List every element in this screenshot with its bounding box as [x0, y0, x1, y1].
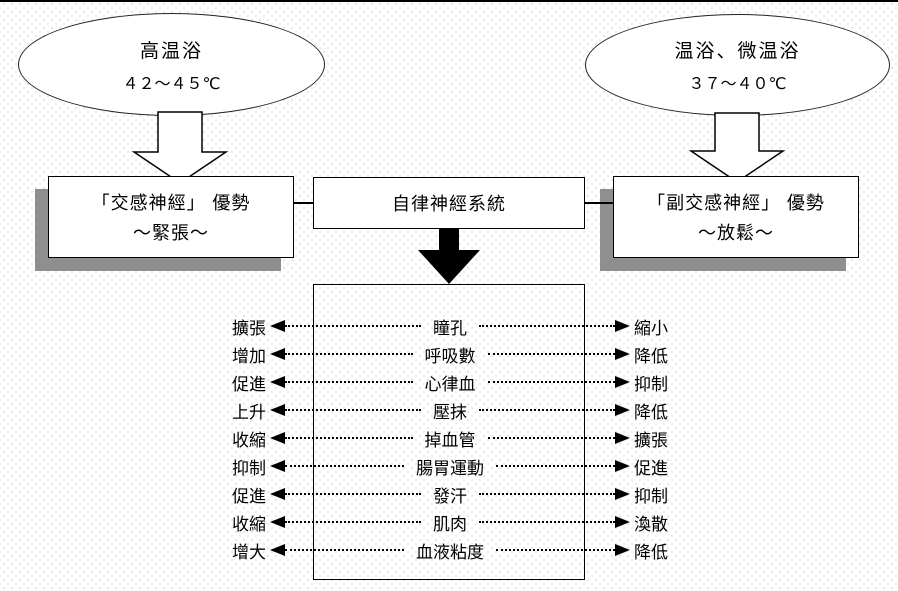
effect-item: 掉血管 — [424, 430, 476, 451]
dotted-line — [496, 549, 615, 551]
autonomic-label: 自律神經系統 — [392, 194, 506, 215]
effects-table-box — [313, 284, 585, 580]
warm-bath-range: ３７～４０℃ — [688, 74, 787, 93]
effect-left-label: 收縮 — [232, 514, 266, 535]
dotted-line — [479, 521, 615, 523]
effect-row: 增大 血液粘度 降低 — [200, 536, 700, 564]
effect-right-label: 降低 — [634, 402, 668, 423]
effect-left-label: 促進 — [232, 374, 266, 395]
effect-row: 收縮 掉血管 擴張 — [200, 424, 700, 452]
effect-right-label: 渙散 — [634, 514, 668, 535]
effect-left-label: 增大 — [232, 542, 266, 563]
dotted-line — [479, 325, 615, 327]
effect-right-label: 抑制 — [634, 374, 668, 395]
effect-right-label: 促進 — [634, 458, 668, 479]
dotted-line — [479, 493, 615, 495]
dotted-line — [285, 465, 404, 467]
ellipse-warm-bath: 温浴、微温浴 ３７～４０℃ — [585, 14, 890, 116]
effect-row: 上升 壓抹 降低 — [200, 396, 700, 424]
effect-right-label: 抑制 — [634, 486, 668, 507]
effect-row: 促進 心律血 抑制 — [200, 368, 700, 396]
sympathetic-line2: ～緊張～ — [133, 223, 209, 244]
effect-left-label: 抑制 — [232, 458, 266, 479]
effect-item: 呼吸數 — [424, 346, 476, 367]
right-arrow-icon — [615, 348, 630, 360]
dotted-line — [487, 353, 615, 355]
dotted-line — [285, 353, 413, 355]
dotted-line — [285, 521, 421, 523]
right-arrow-icon — [615, 432, 630, 444]
left-arrow-icon — [270, 460, 285, 472]
effect-row: 擴張 瞳孔 縮小 — [200, 312, 700, 340]
effect-row: 增加 呼吸數 降低 — [200, 340, 700, 368]
dotted-line — [285, 409, 421, 411]
left-arrow-icon — [270, 488, 285, 500]
hot-bath-title: 高温浴 — [139, 39, 203, 62]
right-arrow-icon — [615, 376, 630, 388]
box-parasympathetic: 「副交感神經」 優勢 ～放鬆～ — [613, 176, 859, 258]
effect-row: 收縮 肌肉 渙散 — [200, 508, 700, 536]
effect-right-label: 擴張 — [634, 430, 668, 451]
connector-line-right — [585, 202, 613, 204]
dotted-line — [285, 381, 413, 383]
left-arrow-icon — [270, 432, 285, 444]
connector-line-left — [294, 202, 313, 204]
effect-item: 心律血 — [424, 374, 476, 395]
hot-bath-range: ４２～４５℃ — [122, 73, 221, 93]
effect-left-label: 收縮 — [232, 430, 266, 451]
effect-right-label: 縮小 — [634, 318, 668, 339]
dotted-line — [487, 437, 615, 439]
effect-left-label: 促進 — [232, 486, 266, 507]
right-arrow-icon — [615, 488, 630, 500]
box-sympathetic: 「交感神經」 優勢 ～緊張～ — [48, 176, 294, 258]
effect-item: 壓抹 — [433, 402, 467, 423]
hollow-down-arrow-left-icon — [131, 111, 229, 184]
effect-right-label: 降低 — [634, 346, 668, 367]
hollow-down-arrow-right-icon — [688, 112, 786, 183]
effect-item: 肌肉 — [433, 514, 467, 535]
sympathetic-line1: 「交感神經」 優勢 — [91, 193, 251, 214]
box-autonomic-system: 自律神經系統 — [313, 177, 585, 229]
effect-item: 血液粘度 — [416, 542, 484, 563]
effect-row: 促進 發汗 抑制 — [200, 480, 700, 508]
right-arrow-icon — [615, 544, 630, 556]
warm-bath-title: 温浴、微温浴 — [674, 40, 801, 62]
left-arrow-icon — [270, 376, 285, 388]
effect-row: 抑制 腸胃運動 促進 — [200, 452, 700, 480]
ellipse-hot-bath: 高温浴 ４２～４５℃ — [18, 13, 325, 116]
dotted-line — [496, 465, 615, 467]
left-arrow-icon — [270, 404, 285, 416]
effect-item: 腸胃運動 — [416, 458, 484, 479]
parasympathetic-line1: 「副交感神經」 優勢 — [647, 193, 825, 214]
right-arrow-icon — [615, 404, 630, 416]
left-arrow-icon — [270, 544, 285, 556]
dotted-line — [479, 409, 615, 411]
effect-left-label: 上升 — [232, 402, 266, 423]
dotted-line — [285, 437, 413, 439]
dotted-line — [285, 549, 404, 551]
dotted-line — [285, 325, 421, 327]
right-arrow-icon — [615, 320, 630, 332]
left-arrow-icon — [270, 348, 285, 360]
solid-down-arrow-icon — [418, 228, 480, 284]
right-arrow-icon — [615, 516, 630, 528]
parasympathetic-line2: ～放鬆～ — [698, 223, 774, 244]
effect-item: 瞳孔 — [433, 318, 467, 339]
dotted-line — [487, 381, 615, 383]
right-arrow-icon — [615, 460, 630, 472]
effect-left-label: 擴張 — [232, 318, 266, 339]
left-arrow-icon — [270, 320, 285, 332]
left-arrow-icon — [270, 516, 285, 528]
effects-rows: 擴張 瞳孔 縮小 增加 呼吸數 降低 促進 心律血 抑制 上升 壓抹 降低 — [200, 312, 700, 564]
effect-item: 發汗 — [433, 486, 467, 507]
effect-right-label: 降低 — [634, 542, 668, 563]
dotted-line — [285, 493, 421, 495]
top-border-line — [0, 0, 898, 2]
effect-left-label: 增加 — [232, 346, 266, 367]
